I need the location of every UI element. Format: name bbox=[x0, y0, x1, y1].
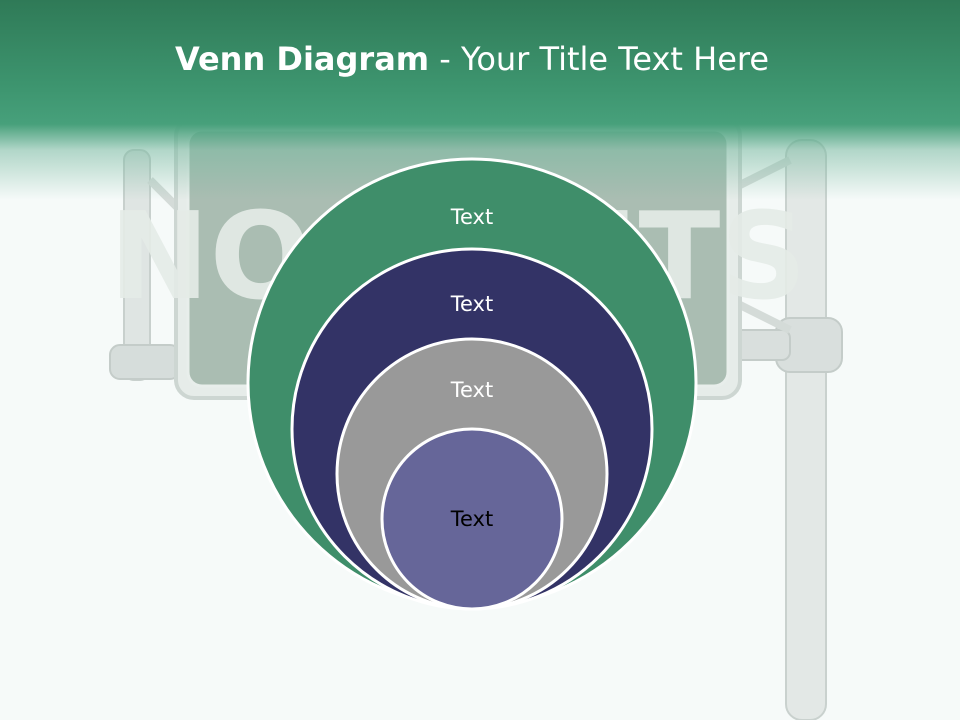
circle-inner-label: Text bbox=[450, 507, 494, 531]
circle-inner[interactable] bbox=[380, 427, 564, 611]
circle-outer-label: Text bbox=[450, 205, 494, 229]
title-rest: - Your Title Text Here bbox=[429, 40, 770, 78]
title-bold: Venn Diagram bbox=[174, 40, 430, 78]
circle-second-label: Text bbox=[450, 292, 494, 316]
slide-title: Venn Diagram - Your Title Text Here bbox=[0, 40, 944, 78]
circle-third-label: Text bbox=[450, 378, 494, 402]
